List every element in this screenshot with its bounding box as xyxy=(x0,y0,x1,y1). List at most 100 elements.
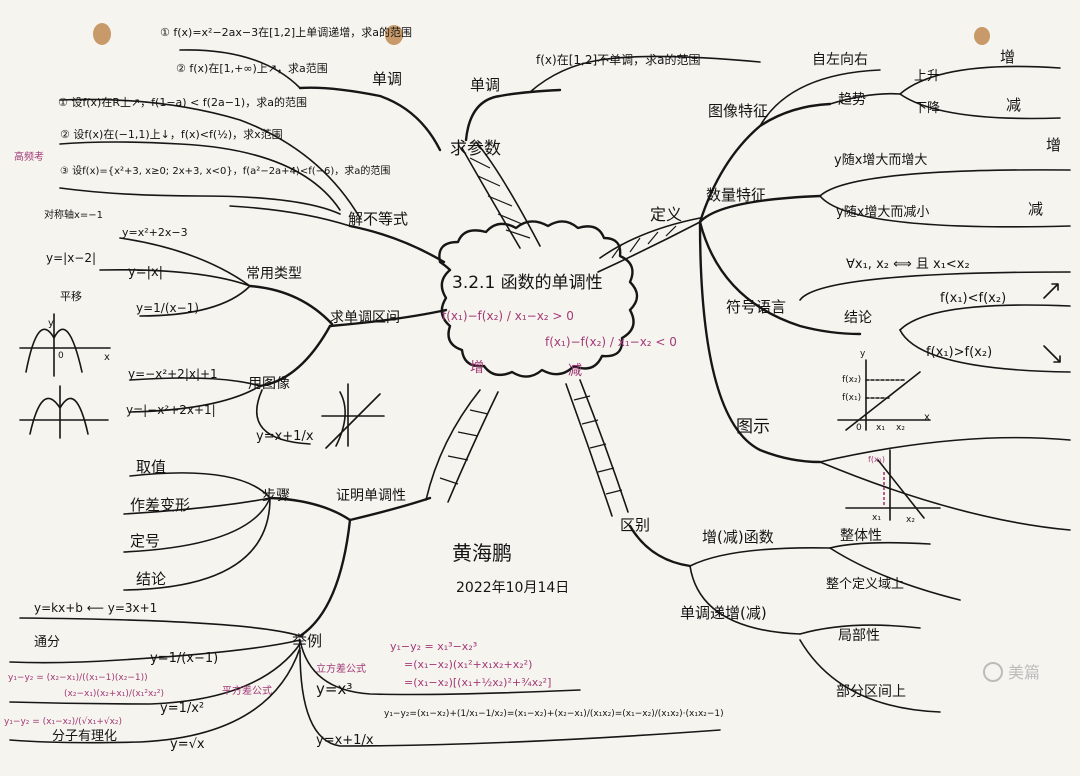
intervals-ex-abs: y=|x| xyxy=(128,265,163,280)
examples-ex-3-work: y₁−y₂ = (x₁−x₂)/(√x₁+√x₂) xyxy=(4,716,122,727)
author-name: 黄海鹏 xyxy=(452,541,512,565)
proof-step-3: 定号 xyxy=(130,532,160,550)
parameter-label: 求参数 xyxy=(450,139,501,159)
parameter-item-1: ① f(x)=x²−2ax−3在[1,2]上单调递增，求a的范围 xyxy=(160,25,412,39)
image-features-fall-result: 减 xyxy=(1006,96,1021,114)
numeric-features-label: 数量特征 xyxy=(706,186,766,204)
graph-a-origin: 0 xyxy=(58,351,64,361)
examples-ex-1-work: y₁−y₂ = (x₂−x₁)/((x₁−1)(x₂−1)) xyxy=(8,673,148,683)
parameter-not-monotonic: f(x)在[1,2]不单调，求a的范围 xyxy=(536,52,701,67)
diagram-x1-b: x₁ xyxy=(872,513,881,523)
intervals-label: 求单调区间 xyxy=(330,310,400,326)
parameter-monotonic-label: 单调 xyxy=(470,76,500,94)
intervals-symmetric-axis: 对称轴x=−1 xyxy=(44,208,103,221)
proof-step-2: 作差变形 xyxy=(130,496,190,514)
proof-label: 证明单调性 xyxy=(336,488,406,504)
author-date: 2022年10月14日 xyxy=(456,580,569,596)
branch-intervals: 求单调区间 常用类型 对称轴x=−1 y=x²+2x−3 y=|x−2| y=|… xyxy=(19,208,448,449)
image-features-label: 图像特征 xyxy=(708,102,768,120)
difference-local: 局部性 xyxy=(838,628,880,644)
intervals-ex-reciprocal: y=1/(x−1) xyxy=(136,301,199,315)
difference-whole-domain: 整个定义域上 xyxy=(826,577,904,592)
diagram-fx2: f(x₂) xyxy=(842,375,861,385)
diagram-x1: x₁ xyxy=(876,423,885,433)
intervals-ex-graph-3: y=x+1/x xyxy=(256,429,314,444)
intervals-ex-graph-2: y=|−x²+2x+1| xyxy=(126,403,216,417)
diagram-origin: 0 xyxy=(856,423,862,433)
image-features-direction: 自左向右 xyxy=(812,52,868,68)
examples-ex-5-work: y₁−y₂=(x₁−x₂)+(1/x₁−1/x₂)=(x₁−x₂)+(x₂−x₁… xyxy=(384,709,724,719)
watermark-text: 美篇 xyxy=(1008,663,1040,682)
difference-partial-interval: 部分区间上 xyxy=(836,684,906,700)
author-block: 黄海鹏 2022年10月14日 xyxy=(452,541,569,596)
examples-ex-4: y=x³ xyxy=(316,680,352,698)
increasing-label: 增 xyxy=(470,360,484,376)
intervals-ex-graph-1: y=−x²+2|x|+1 xyxy=(128,367,218,381)
image-features-fall: 下降 xyxy=(914,101,940,116)
numeric-features-dec-result: 减 xyxy=(1028,200,1043,218)
intervals-graph-b xyxy=(19,385,109,439)
inequality-note: 高频考 xyxy=(14,150,44,163)
examples-ex-4-work-3: =(x₁−x₂)[(x₁+½x₂)²+¾x₂²] xyxy=(404,676,551,689)
numeric-features-inc: y随x增大而增大 xyxy=(834,153,927,168)
examples-square-diff: 平方差公式 xyxy=(222,684,272,697)
graph-a-x-label: x xyxy=(104,352,110,363)
symbolic-conclusion: 结论 xyxy=(844,310,872,326)
pushpin-top-right xyxy=(974,27,990,45)
intervals-common-types: 常用类型 xyxy=(246,266,302,282)
examples-ex-5: y=x+1/x xyxy=(316,733,374,748)
symbolic-case-2: f(x₁)>f(x₂) xyxy=(926,345,992,360)
branch-inequality: 解不等式 ① 设f(x)在R上↗，f(1−a) < f(2a−1)，求a的范围 … xyxy=(14,95,446,264)
difference-monotonic-inc: 单调递增(减) xyxy=(680,604,767,622)
image-features-rise: 上升 xyxy=(914,69,940,84)
decreasing-label: 减 xyxy=(568,363,582,379)
examples-rationalize: 分子有理化 xyxy=(52,729,117,744)
center-title: 3.2.1 函数的单调性 xyxy=(452,273,603,293)
diagram-y-axis: y xyxy=(860,349,866,359)
proof-step-1: 取值 xyxy=(136,458,166,476)
parameter-item-2: ② f(x)在[1,+∞)上↗，求a范围 xyxy=(176,61,328,75)
examples-common-denominator: 通分 xyxy=(34,635,60,650)
image-features-trend: 趋势 xyxy=(838,92,866,108)
inequality-label: 解不等式 xyxy=(348,210,408,228)
decreasing-condition: f(x₁)−f(x₂) / x₁−x₂ < 0 xyxy=(545,335,677,349)
symbolic-language-label: 符号语言 xyxy=(726,298,786,316)
graph-a-y-label: y xyxy=(48,318,54,329)
inequality-item-3: ③ 设f(x)={x²+3, x≥0; 2x+3, x<0}，f(a²−2a+4… xyxy=(60,164,390,177)
hatched-trunks xyxy=(425,141,701,517)
diagram-label: 图示 xyxy=(736,417,770,437)
branch-difference: 区别 增(减)函数 整体性 整个定义域上 单调递增(减) 局部性 部分区间上 xyxy=(620,516,961,713)
numeric-features-dec: y随x增大而减小 xyxy=(836,205,929,220)
arrow-down-icon xyxy=(1043,345,1061,363)
diagram-fx1: f(x₁) xyxy=(842,393,861,403)
intervals-graph-a: x y 0 xyxy=(19,313,111,377)
increasing-condition: f(x₁)−f(x₂) / x₁−x₂ > 0 xyxy=(442,309,574,323)
examples-ex-2: y=1/x² xyxy=(160,701,204,716)
difference-label: 区别 xyxy=(620,516,650,534)
branch-parameter: 求参数 单调 f(x)在[1,2]不单调，求a的范围 单调 ① f(x)=x²−… xyxy=(160,25,761,159)
difference-inc-dec-function: 增(减)函数 xyxy=(702,528,774,546)
examples-ex-4-work-1: y₁−y₂ = x₁³−x₂³ xyxy=(390,640,477,653)
symbolic-case-1: f(x₁)<f(x₂) xyxy=(940,291,1006,306)
intervals-graph-c xyxy=(321,383,385,449)
examples-linear: y=kx+b ⟵ y=3x+1 xyxy=(34,601,157,615)
examples-ex-1: y=1/(x−1) xyxy=(150,651,218,666)
pushpin-top-left xyxy=(93,23,111,45)
diagram-x2-b: x₂ xyxy=(906,515,915,525)
inequality-item-1: ① 设f(x)在R上↗，f(1−a) < f(2a−1)，求a的范围 xyxy=(58,95,307,109)
diagram-x2: x₂ xyxy=(896,423,905,433)
examples-ex-2-work: (x₂−x₁)(x₂+x₁)/(x₁²x₂²) xyxy=(64,689,164,699)
diagram-fx1-pink: f(x₁) xyxy=(868,455,885,464)
center-node: 3.2.1 函数的单调性 f(x₁)−f(x₂) / x₁−x₂ > 0 增 f… xyxy=(438,220,677,379)
intervals-use-graph: 用图像 xyxy=(248,376,290,392)
numeric-features-inc-result: 增 xyxy=(1046,136,1061,154)
inequality-item-2: ② 设f(x)在(−1,1)上↓，f(x)<f(½)，求x范围 xyxy=(60,127,283,141)
examples-cube-diff: 立方差公式 xyxy=(316,662,366,675)
examples-ex-3: y=√x xyxy=(170,737,205,752)
branch-proof: 证明单调性 步骤 取值 作差变形 定号 结论 xyxy=(123,458,432,638)
pushpin-top-center xyxy=(385,25,403,45)
proof-step-4: 结论 xyxy=(136,570,166,588)
examples-ex-4-work-2: =(x₁−x₂)(x₁²+x₁x₂+x₂²) xyxy=(404,658,532,671)
proof-steps-label: 步骤 xyxy=(262,488,290,504)
